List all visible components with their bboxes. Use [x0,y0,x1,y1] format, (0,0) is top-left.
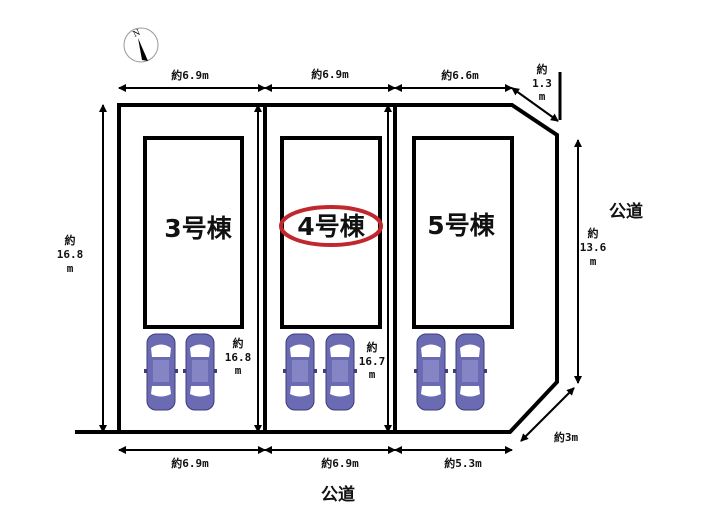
compass-label: N [132,28,142,39]
car-icon [413,333,449,411]
dim-left-3: m [67,262,74,275]
road-label-bottom: 公道 [321,484,355,505]
dim-lot4-depth-2: 16.7 [359,355,386,368]
building-4-label: 4号棟 [297,212,365,241]
building-5-footprint [412,136,514,329]
dim-top-corner-3: m [539,90,546,103]
dim-lot3-depth-2: 16.8 [225,351,252,364]
dim-right-3: m [590,255,597,268]
dim-lot4-depth-3: m [369,368,376,381]
dim-top-lot3: 約6.9m [171,68,209,82]
dim-bottom-corner: 約3m [554,430,579,444]
dim-right-2: 13.6 [580,241,607,254]
north-compass-icon: N [123,27,159,63]
dim-lot4-depth-1: 約 [367,340,378,354]
building-5-label: 5号棟 [427,211,495,240]
dim-top-lot4: 約6.9m [311,67,349,81]
car-icon [182,333,218,411]
building-3-footprint [143,136,244,329]
dim-left-1: 約 [65,233,76,247]
dim-top-corner-1: 約 [537,62,548,76]
car-icon [282,333,318,411]
parking-cars [143,333,488,411]
dim-top-lot5: 約6.6m [441,68,479,82]
dim-right-1: 約 [588,226,599,240]
dimension-lines [99,72,582,454]
dim-bottom-lot5: 約5.3m [444,456,482,470]
dim-bottom-lot4: 約6.9m [321,456,359,470]
lot-boundary [75,103,559,434]
building-3-label: 3号棟 [164,214,232,243]
building-4-highlight [279,205,383,247]
dim-bottom-lot3: 約6.9m [171,456,209,470]
road-label-right: 公道 [609,201,643,222]
car-icon [322,333,358,411]
dim-top-corner-2: 1.3 [532,77,552,90]
dim-lot3-depth-1: 約 [233,336,244,350]
dim-lot3-depth-3: m [235,364,242,377]
car-icon [452,333,488,411]
dim-left-2: 16.8 [57,248,84,261]
car-icon [143,333,179,411]
